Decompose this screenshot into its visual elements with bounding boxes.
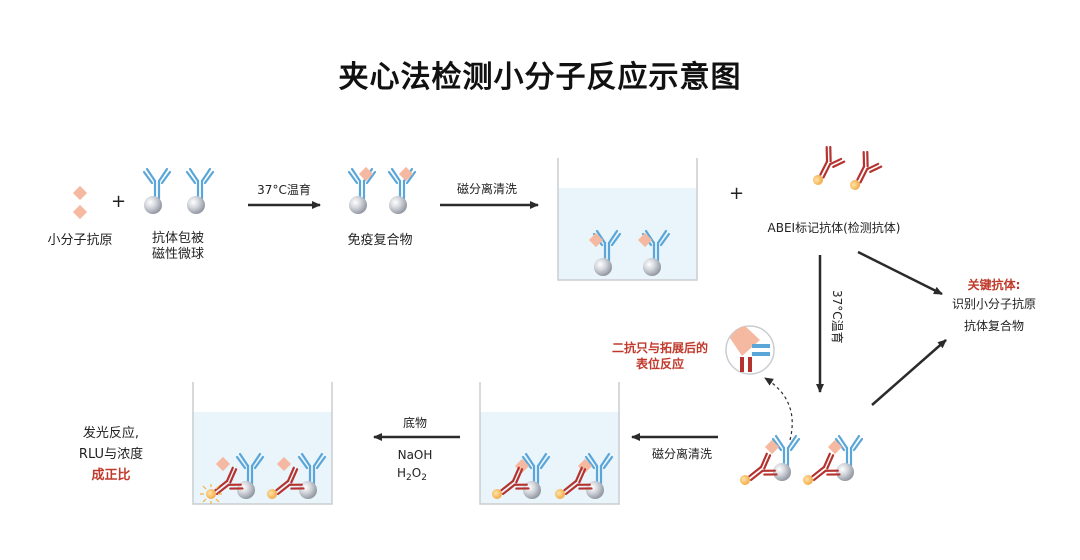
coated-bead-1 [142,167,172,216]
well3-complex-1 [200,452,265,504]
plus-sign-1: + [111,191,127,212]
label-small-antigen: 小分子抗原 [47,233,113,248]
label-immune-complex: 免疫复合物 [347,233,413,248]
label-substrate: 底物 [402,416,428,430]
h2o2-h: H [397,466,407,480]
coated-bead-2 [185,167,215,216]
abei-antibody-1 [800,142,849,189]
arrow-from-sandwich [871,339,947,406]
label-h2o2: H2O2 [397,464,427,487]
epitope-zoom-circle [725,325,775,375]
h2o2-o: O [411,466,422,480]
plus-sign-2: + [729,183,745,204]
sandwich-complex-1 [735,434,801,487]
h2o2-sub2: 2 [421,473,427,483]
immune-complex-2 [387,166,417,216]
label-step2: 37°C温育 [830,290,844,344]
label-epitope-note-line1: 二抗只与拓展后的 [611,341,709,355]
label-key-antibody-line1: 识别小分子抗原 [951,297,1037,311]
label-epitope-note-line2: 表位反应 [635,357,685,371]
page-title: 夹心法检测小分子反应示意图 [338,60,742,95]
h2o2-sub1: 2 [406,473,412,483]
reaction-well-1 [557,158,698,281]
label-naoh: NaOH [397,448,433,462]
label-key-antibody-title: 关键抗体: [967,278,1021,292]
label-result-line1: 发光反应, [82,426,140,441]
immune-complex-1 [347,166,377,216]
label-wash1: 磁分离清洗 [456,182,518,196]
sandwich-complex-2 [798,434,864,487]
label-wash2: 磁分离清洗 [651,447,713,461]
label-abei-antibody: ABEI标记抗体(检测抗体) [767,221,901,235]
label-key-antibody-line2: 抗体复合物 [963,319,1025,333]
label-result-line2: RLU与浓度 [78,447,144,462]
arrow-dotted-zoom [764,377,793,441]
small-antigen-diamond-1 [72,185,88,201]
label-result-highlight: 成正比 [91,468,131,483]
small-antigen-diamond-2 [72,204,88,220]
label-coated-beads-line1: 抗体包被 [151,231,205,246]
label-coated-beads-line2: 磁性微球 [151,247,205,262]
label-step1: 37°C温育 [257,183,311,197]
abei-antibody-2 [837,147,886,194]
arrow-to-key-antibody [857,250,943,296]
